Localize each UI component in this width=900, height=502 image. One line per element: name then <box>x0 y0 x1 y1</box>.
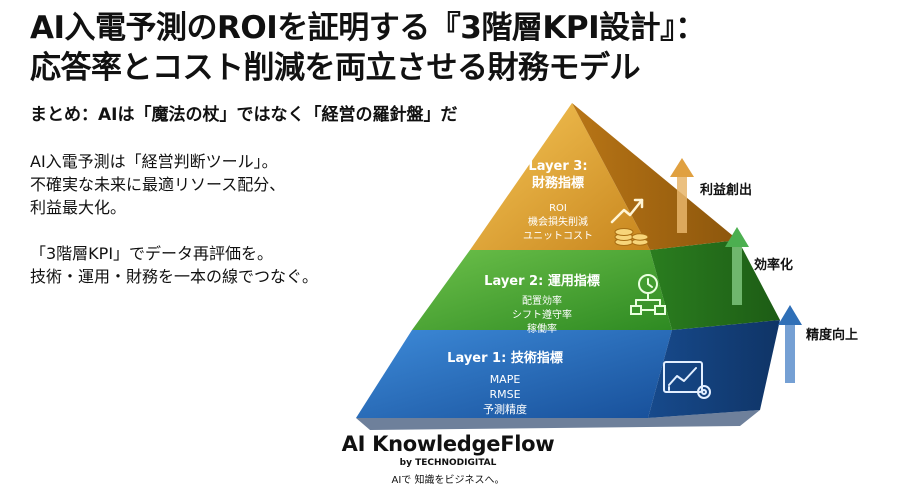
body-text: AI入電予測は「経営判断ツール」。 不確実な未来に最適リソース配分、 利益最大化… <box>30 150 390 288</box>
page-title: AI入電予測のROIを証明する『3階層KPI設計』： 応答率とコスト削減を両立さ… <box>30 8 890 88</box>
layer-1-item: MAPE <box>490 373 521 386</box>
body-line: 「3階層KPI」でデータ再評価を。 <box>30 244 274 263</box>
body-line: 不確実な未来に最適リソース配分、 <box>30 175 286 194</box>
layer-2-item: 稼働率 <box>527 322 557 335</box>
layer-2-item: 配置効率 <box>522 294 562 307</box>
arrow-label-profit: 利益創出 <box>700 182 752 198</box>
layer-3-item: ユニットコスト <box>523 231 593 242</box>
layer-2-block <box>412 240 780 330</box>
layer-3-item: 機会損失削減 <box>528 215 588 228</box>
layer-3-item: ROI <box>549 203 567 214</box>
brand-block: AI KnowledgeFlow by TECHNODIGITAL AIで 知識… <box>318 432 578 486</box>
brand-tagline: AIで 知識をビジネスへ。 <box>391 475 505 486</box>
title-line-1: AI入電予測のROIを証明する『3階層KPI設計』： <box>30 10 706 46</box>
clock-workflow-icon <box>630 274 666 315</box>
brand-byline: by TECHNODIGITAL <box>399 458 497 468</box>
layer-1-block <box>356 320 780 430</box>
brand-name: AI KnowledgeFlow <box>341 432 555 456</box>
arrow-label-efficiency: 効率化 <box>754 257 793 273</box>
arrow-efficiency <box>725 227 749 305</box>
layer-2-title: Layer 2: 運用指標 <box>484 273 600 289</box>
arrow-accuracy <box>778 305 802 383</box>
layer-1-item: RMSE <box>489 388 520 401</box>
layer-3-title: Layer 3: <box>528 159 587 174</box>
layer-2-item: シフト遵守率 <box>512 308 572 321</box>
body-line: 利益最大化。 <box>30 198 127 217</box>
analytics-gear-icon <box>663 361 711 399</box>
body-line: AI入電予測は「経営判断ツール」。 <box>30 152 278 171</box>
arrow-profit <box>670 158 694 233</box>
arrow-label-accuracy: 精度向上 <box>806 327 858 343</box>
layer-3-block <box>470 103 738 250</box>
title-line-2: 応答率とコスト削減を両立させる財務モデル <box>30 50 641 86</box>
layer-1-title: Layer 1: 技術指標 <box>447 350 563 366</box>
body-line: 技術・運用・財務を一本の線でつなぐ。 <box>30 267 319 286</box>
layer-1-item: 予測精度 <box>483 402 527 416</box>
coins-icon <box>614 228 649 246</box>
growth-coins-icon <box>610 198 644 224</box>
layer-3-title: 財務指標 <box>531 175 584 191</box>
summary-text: まとめ：AIは「魔法の杖」ではなく「経営の羅針盤」だ <box>30 105 458 125</box>
